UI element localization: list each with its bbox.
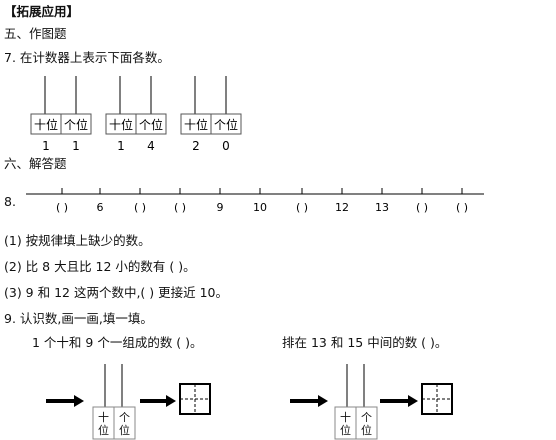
abacus-digit: 0	[222, 139, 230, 153]
q9-right-tens-label-2: 位	[340, 424, 351, 437]
abacus-place-label: 十位	[109, 117, 133, 132]
abacus-place-label: 个位	[139, 117, 163, 132]
abacus-place-label: 个位	[64, 117, 88, 132]
number-line-label: 10	[253, 201, 267, 214]
abacus-place-label: 个位	[214, 117, 238, 132]
abacus-digit: 1	[42, 139, 50, 153]
abacus-1: 十位个位 1 1	[30, 76, 92, 153]
number-line-label: 9	[217, 201, 224, 214]
q9-right-ones-label-2: 位	[361, 424, 372, 437]
q7-text: 7. 在计数器上表示下面各数。	[4, 50, 170, 65]
abacus-place-label: 十位	[184, 117, 208, 132]
number-line-label: ( )	[416, 201, 428, 214]
number-line: ( ) 6 ( ) ( ) 9 10 ( ) 12 13 ( ) ( )	[26, 188, 484, 214]
q8-sub3: (3) 9 和 12 这两个数中,( ) 更接近 10。	[4, 285, 229, 300]
q9-right-tens-label: 十	[340, 411, 351, 424]
number-line-label: ( )	[456, 201, 468, 214]
q9-right-drawing	[290, 364, 453, 440]
part5-heading: 五、作图题	[4, 26, 67, 41]
number-line-label: ( )	[56, 201, 68, 214]
number-line-label: ( )	[296, 201, 308, 214]
abacus-digit: 1	[72, 139, 80, 153]
q8-sub2: (2) 比 8 大且比 12 小的数有 ( )。	[4, 259, 196, 274]
number-line-label: 6	[97, 201, 104, 214]
q9-right-ones-label: 个	[361, 411, 372, 424]
abacus-digit: 2	[192, 139, 200, 153]
part6-heading: 六、解答题	[4, 156, 67, 171]
q9-left-tens-label: 十	[98, 411, 109, 424]
number-line-label: ( )	[134, 201, 146, 214]
section-title: 【拓展应用】	[4, 4, 80, 19]
number-line-label: ( )	[174, 201, 186, 214]
q9-left-tens-label-2: 位	[98, 424, 109, 437]
number-line-label: 12	[335, 201, 349, 214]
abacus-digit: 4	[147, 139, 155, 153]
number-line-label: 13	[375, 201, 389, 214]
abacus-digit: 1	[117, 139, 125, 153]
q9-left-ones-label-2: 位	[119, 424, 130, 437]
q9-text: 9. 认识数,画一画,填一填。	[4, 311, 153, 326]
q8-sub1: (1) 按规律填上缺少的数。	[4, 233, 151, 248]
abacus-place-label: 十位	[34, 117, 58, 132]
abacus-3: 十位个位 2 0	[180, 76, 242, 153]
q9-left-ones-label: 个	[119, 411, 130, 424]
q9-right-prompt: 排在 13 和 15 中间的数 ( )。	[282, 335, 448, 350]
q9-left-drawing	[46, 364, 211, 440]
q8-number: 8.	[4, 194, 16, 209]
q9-left-prompt: 1 个十和 9 个一组成的数 ( )。	[32, 335, 203, 350]
abacus-2: 十位个位 1 4	[105, 76, 167, 153]
